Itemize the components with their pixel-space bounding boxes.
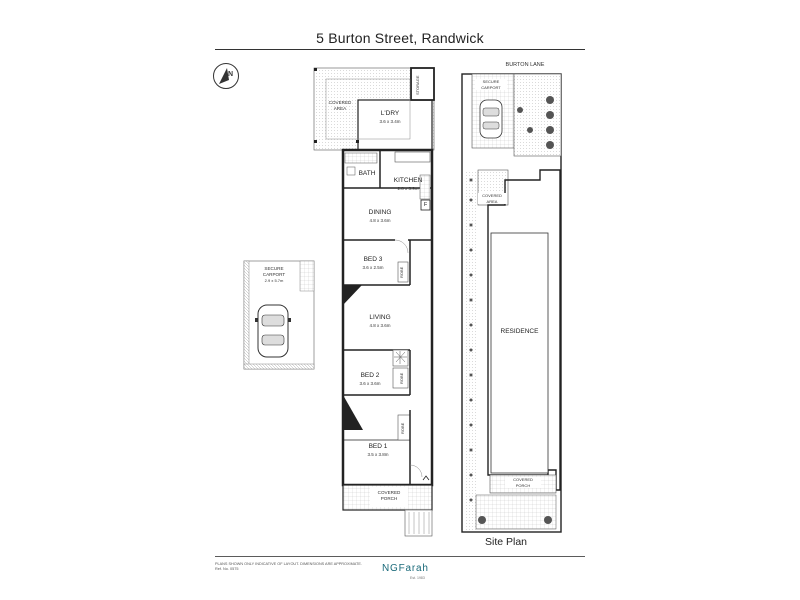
bath-label: BATH: [358, 170, 376, 177]
bed3-name: BED 3: [363, 256, 383, 263]
living-label: LIVING 4.8 x 3.6m: [355, 314, 405, 330]
site-car-icon: [479, 99, 503, 139]
bed2-name: BED 2: [360, 372, 380, 379]
fridge-label: F: [423, 202, 428, 208]
carport-plan: [243, 260, 315, 370]
site-carport-label: SECURE CARPORT: [475, 79, 507, 90]
site-covered-area-label: COVERED AREA: [478, 193, 506, 204]
kitchen-label: KITCHEN 2.8 x 3.9m: [383, 177, 433, 193]
kitchen-name: KITCHEN: [393, 177, 423, 184]
site-plan: [461, 73, 562, 533]
bed3-dims: 3.6 x 2.5m: [362, 265, 384, 270]
kitchen-dims: 2.8 x 3.9m: [397, 186, 419, 191]
living-name: LIVING: [369, 314, 391, 321]
dining-name: DINING: [368, 209, 392, 216]
carport-dims: 2.9 x 5.7m: [264, 278, 284, 283]
covered-porch-label: COVERED PORCH: [377, 490, 401, 501]
north-letter: N: [228, 71, 234, 78]
title-rule: [215, 49, 585, 50]
residence-label: RESIDENCE: [500, 328, 539, 335]
disclaimer: PLANS SHOWN ONLY INDICATIVE OF LAYOUT. D…: [215, 562, 362, 571]
brand-logo: NGFarah: [382, 563, 429, 574]
floor-plan: [313, 67, 435, 537]
covered-area-label: COVERED AREA: [328, 100, 352, 111]
burton-lane-label: BURTON LANE: [505, 62, 545, 68]
robe1-label: ROBE: [399, 266, 404, 278]
laundry-name: L'DRY: [380, 110, 400, 117]
bed1-dims: 3.5 x 3.8m: [367, 452, 389, 457]
site-covered-porch-label: COVERED PORCH: [505, 477, 541, 488]
dining-label: DINING 4.8 x 3.6m: [355, 209, 405, 225]
car-icon: [255, 304, 291, 358]
storage-label: STORAGE: [415, 75, 420, 95]
brand-sub: Est. 1983: [410, 576, 425, 580]
bed1-name: BED 1: [368, 443, 388, 450]
carport-label: SECURE CARPORT: [262, 266, 286, 277]
bed2-label: BED 2 3.6 x 3.6m: [350, 372, 390, 388]
laundry-label: L'DRY 3.6 x 3.4m: [365, 110, 415, 126]
north-arrow-icon: N: [212, 62, 240, 90]
site-plan-label: Site Plan: [485, 536, 528, 548]
dining-dims: 4.8 x 3.6m: [369, 218, 391, 223]
bed2-dims: 3.6 x 3.6m: [359, 381, 381, 386]
laundry-dims: 3.6 x 3.4m: [379, 119, 401, 124]
robe3-label: ROBE: [400, 422, 405, 434]
page-title: 5 Burton Street, Randwick: [316, 30, 484, 46]
bed1-label: BED 1 3.5 x 3.8m: [355, 443, 401, 459]
living-dims: 4.8 x 3.6m: [369, 323, 391, 328]
robe2-label: ROBE: [399, 372, 404, 384]
bed3-label: BED 3 3.6 x 2.5m: [350, 256, 396, 272]
